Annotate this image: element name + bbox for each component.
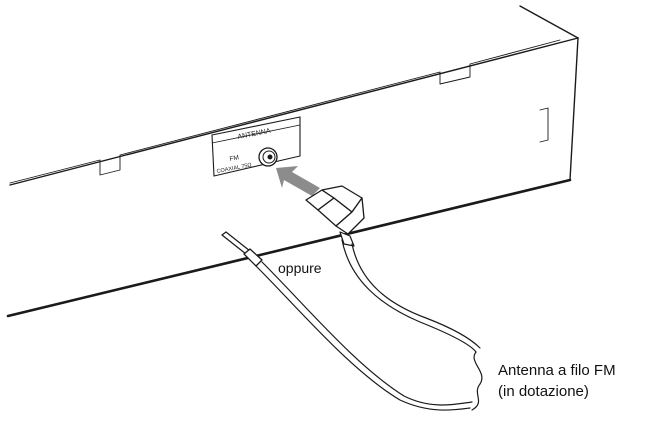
wire-long-inner (261, 261, 473, 406)
panel-connector-spec: COAXIAL 75Ω (216, 162, 252, 175)
wire-tip-sleeve (243, 248, 263, 267)
chassis-right-edge (569, 37, 579, 181)
coaxial-jack-pin (267, 154, 273, 160)
coaxial-jack (258, 147, 278, 167)
plug-body-front (335, 197, 365, 235)
chassis-top-surface-edge (519, 5, 579, 39)
device-chassis (6, 5, 579, 318)
wire-tip-cap (221, 231, 227, 236)
wire-tip-rod (221, 234, 247, 255)
chassis-top-edge (9, 37, 579, 186)
fm-connector-plug (305, 185, 365, 247)
insert-arrow-shape (276, 166, 320, 196)
wire-from-plug-outer (341, 239, 477, 353)
wire-tip-rod-edge (225, 231, 251, 252)
terminal-panel-outline (211, 116, 301, 177)
panel-band-label: FM (229, 154, 240, 163)
antenna-label-line2: (in dotazione) (498, 383, 589, 400)
panel-title: ANTENNA (237, 128, 271, 141)
antenna-label-line1: Antenna a filo FM (498, 362, 616, 379)
wire-from-plug-inner (351, 243, 481, 349)
chassis-bottom-edge (6, 178, 572, 318)
chassis-inner-rim (9, 39, 561, 184)
wire-antenna (221, 231, 483, 411)
chassis-side-notch (539, 107, 549, 143)
coaxial-jack-mid (262, 150, 276, 164)
antenna-terminal-panel (211, 116, 301, 177)
wire-long-outer (255, 265, 471, 411)
plug-strain-relief (339, 231, 355, 247)
wire-bundle-break (471, 351, 483, 411)
terminal-panel-header-line (211, 124, 301, 144)
insert-arrow (276, 166, 320, 196)
or-label: oppure (278, 260, 322, 276)
